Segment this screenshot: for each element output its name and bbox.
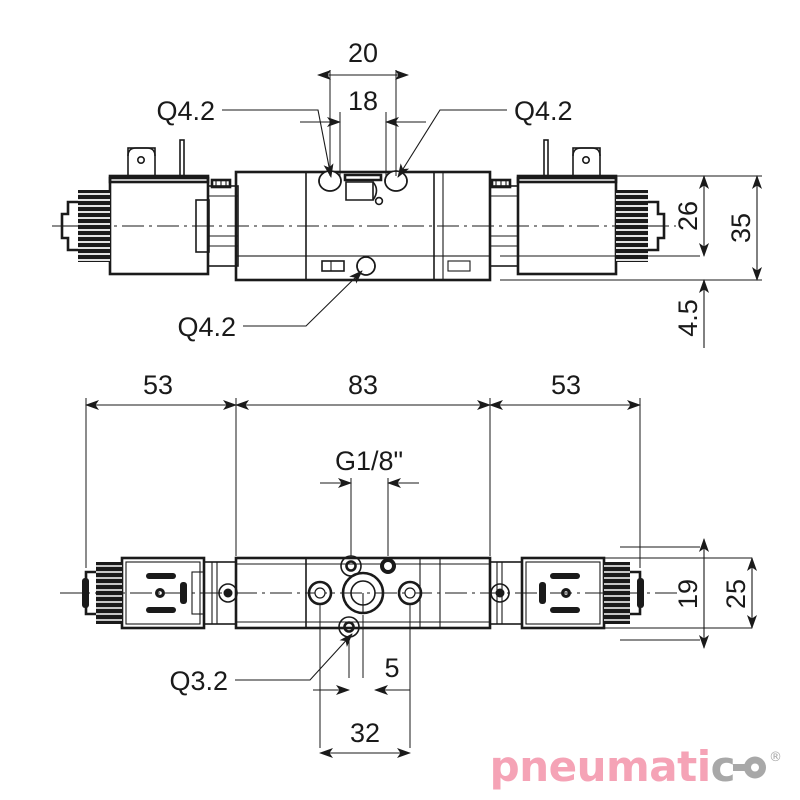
dimension-45: 4.5 [673, 279, 709, 348]
dimension-83: 83 [235, 370, 491, 410]
dimension-19: 19 [673, 538, 709, 649]
left-end-block-front [195, 178, 239, 267]
dimension-45-label: 4.5 [673, 299, 703, 337]
dimension-26-label: 26 [673, 201, 703, 231]
callout-q32-label: Q3.2 [169, 666, 228, 696]
callout-q42-top-left-label: Q4.2 [156, 96, 215, 126]
front-view-ports [318, 170, 471, 276]
dimension-35: 35 [726, 175, 762, 281]
bottom-plan-view [60, 555, 680, 638]
callout-q42-top-right-label: Q4.2 [514, 96, 573, 126]
dimension-32: 32 [319, 718, 411, 758]
dimension-18: 18 [300, 86, 426, 127]
callout-q42-bottom-left-label: Q4.2 [177, 312, 236, 342]
right-solenoid-coil-front [516, 139, 666, 276]
dimension-35-label: 35 [726, 213, 756, 243]
callout-q32: Q3.2 [169, 633, 353, 696]
callout-q42-top-left: Q4.2 [156, 96, 334, 178]
dimension-g18: G1/8" [320, 446, 419, 556]
callout-q42-bottom-left: Q4.2 [177, 270, 363, 342]
dimension-20-label: 20 [348, 38, 378, 68]
dimension-53-left: 53 [85, 370, 237, 410]
logo-text-secondary: c [710, 742, 736, 791]
callout-q42-top-right: Q4.2 [397, 96, 573, 178]
dimension-32-label: 32 [350, 718, 380, 748]
dimension-20: 20 [317, 38, 409, 80]
bottom-view-dimension-set: 53 83 53 G1/8" Q3.2 [85, 370, 757, 758]
dimension-18-label: 18 [348, 86, 378, 116]
dimension-53-left-label: 53 [143, 370, 173, 400]
registered-trademark-icon: ® [769, 750, 782, 765]
dimension-83-label: 83 [348, 370, 378, 400]
dimension-g18-label: G1/8" [335, 446, 403, 476]
dimension-25-label: 25 [721, 579, 751, 609]
dimension-53-right: 53 [489, 370, 641, 410]
logo-text-primary: pneumati [489, 742, 711, 791]
dimension-25: 25 [721, 557, 757, 629]
dimension-5-label: 5 [384, 653, 399, 683]
front-elevation-view [52, 139, 676, 282]
dimension-5: 5 [313, 653, 410, 695]
dimension-26: 26 [673, 175, 709, 257]
left-solenoid-coil-front [60, 139, 210, 276]
dimension-19-label: 19 [673, 579, 703, 609]
front-view-dimension-set: 20 18 Q4.2 Q4.2 Q4.2 26 [156, 38, 762, 348]
bottom-view-ports [307, 555, 423, 638]
pneumatico-logo: pneumati c ® [490, 746, 782, 788]
right-end-block-front [489, 178, 519, 267]
logo-dash-o-mark [733, 756, 766, 779]
dimension-53-right-label: 53 [551, 370, 581, 400]
